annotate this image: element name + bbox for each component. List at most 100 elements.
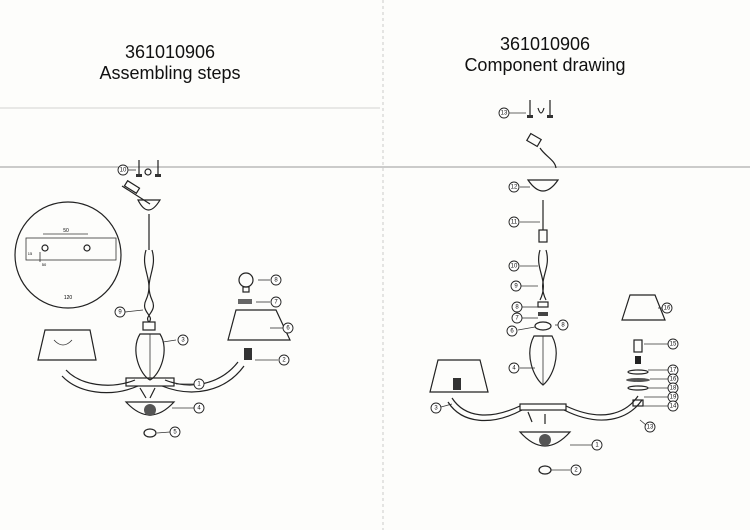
- left-callout-label: 6: [286, 326, 290, 332]
- right-callout-label: 13: [501, 111, 508, 117]
- right-callout-label: 6: [510, 329, 514, 335]
- left-finial: [143, 428, 157, 438]
- right-canopy: [526, 179, 560, 192]
- left-callout-label: 9: [118, 310, 122, 316]
- right-callout-label: 4: [512, 366, 516, 372]
- right-callout-label: 2: [574, 468, 578, 474]
- left-leader-lines: [124, 169, 283, 434]
- right-callout-17: [644, 421, 656, 433]
- left-callout-label: 10: [120, 168, 127, 174]
- right-callout-2: [508, 216, 520, 228]
- left-callout-0: [117, 164, 129, 176]
- right-callout-label: 1: [595, 443, 599, 449]
- right-callout-label: 18: [670, 386, 677, 392]
- right-callout-3: [508, 260, 520, 272]
- detail-dim-top: 50: [63, 228, 69, 234]
- left-callout-label: 3: [181, 338, 185, 344]
- left-chandelier: [37, 160, 291, 438]
- right-callout-label: 13: [647, 425, 654, 431]
- right-callout-label: 11: [511, 220, 518, 226]
- right-callout-label: 19: [670, 395, 677, 401]
- right-callout-label: 16: [664, 306, 671, 312]
- right-callout-10: [661, 302, 673, 314]
- right-shade-exploded: [621, 294, 666, 321]
- right-callout-11: [667, 338, 679, 350]
- right-callout-label: 8: [561, 323, 565, 329]
- left-detail-callout: 50 120 50 15: [14, 201, 122, 309]
- left-canopy: [137, 199, 162, 211]
- detail-dim-side: 15: [28, 251, 33, 256]
- left-ring-part: [238, 299, 252, 304]
- left-callout-group: 10 9 8 7 6 3 2 1 4 5: [114, 164, 294, 438]
- right-callout-label: 16: [670, 377, 677, 383]
- left-callout-label: 8: [274, 278, 278, 284]
- right-callout-label: 3: [434, 406, 438, 412]
- left-callout-label: 1: [197, 382, 201, 388]
- right-callout-4: [510, 280, 522, 292]
- left-hook-bracket: [121, 185, 151, 205]
- left-callout-6: [278, 354, 290, 366]
- right-socket: [633, 339, 643, 353]
- right-arm-right: [565, 395, 639, 416]
- left-title-block: 361010906 Assembling steps: [20, 42, 320, 84]
- left-shade-2: [227, 309, 291, 341]
- right-hub: [519, 403, 567, 411]
- right-bottom-bowl: [518, 431, 572, 447]
- right-callout-label: 12: [511, 185, 518, 191]
- right-callout-label: 10: [511, 264, 518, 270]
- right-callout-label: 8: [515, 305, 519, 311]
- left-callout-label: 5: [173, 430, 177, 436]
- detail-dim-width: 120: [64, 295, 73, 301]
- right-callout-16: [667, 400, 679, 412]
- right-callout-label: 17: [670, 368, 677, 374]
- right-callout-1: [508, 181, 520, 193]
- right-arm-left: [451, 397, 521, 416]
- right-shade-left: [429, 359, 489, 393]
- left-callout-label: 4: [197, 406, 201, 412]
- left-subtitle: Assembling steps: [99, 63, 241, 83]
- left-callout-9: [169, 426, 181, 438]
- left-bulb: [238, 272, 254, 288]
- right-callout-7: [506, 325, 518, 337]
- left-callout-label: 2: [282, 358, 286, 364]
- detail-dim-small: 50: [42, 262, 47, 267]
- left-hub: [125, 377, 175, 387]
- right-callout-20: [570, 464, 582, 476]
- left-callout-2: [270, 274, 282, 286]
- left-mount-screws: [136, 160, 161, 177]
- left-callout-3: [270, 296, 282, 308]
- left-bulb-holder: [244, 348, 252, 360]
- right-model-number: 361010906: [499, 34, 591, 54]
- right-callout-label: 9: [514, 284, 518, 290]
- right-twisted-stem: [538, 249, 544, 301]
- left-callout-1: [114, 306, 126, 318]
- left-callout-5: [177, 334, 189, 346]
- right-hook-bracket: [525, 132, 543, 148]
- left-twisted-stem: [144, 249, 151, 323]
- right-title-block: 361010906 Component drawing: [395, 34, 695, 76]
- right-leader-lines: [440, 112, 668, 471]
- right-callout-label: 14: [670, 404, 677, 410]
- right-callout-label: 15: [670, 342, 677, 348]
- right-callout-label: 7: [515, 316, 519, 322]
- right-callout-6: [511, 312, 523, 324]
- right-callout-5: [511, 301, 523, 313]
- right-chandelier: [429, 100, 668, 475]
- right-callout-9: [508, 362, 520, 374]
- right-callout-8: [557, 319, 569, 331]
- left-callout-8: [193, 402, 205, 414]
- right-callout-0: [498, 107, 510, 119]
- right-callout-19: [591, 439, 603, 451]
- right-mount-screws: [527, 100, 553, 118]
- right-callout-18: [430, 402, 442, 414]
- left-callout-7: [193, 378, 205, 390]
- left-arm-left: [65, 369, 136, 386]
- right-subtitle: Component drawing: [464, 55, 626, 75]
- left-model-number: 361010906: [124, 42, 216, 62]
- left-callout-label: 7: [274, 300, 278, 306]
- left-callout-4: [282, 322, 294, 334]
- right-finial: [538, 465, 552, 475]
- left-shade-1: [37, 329, 97, 361]
